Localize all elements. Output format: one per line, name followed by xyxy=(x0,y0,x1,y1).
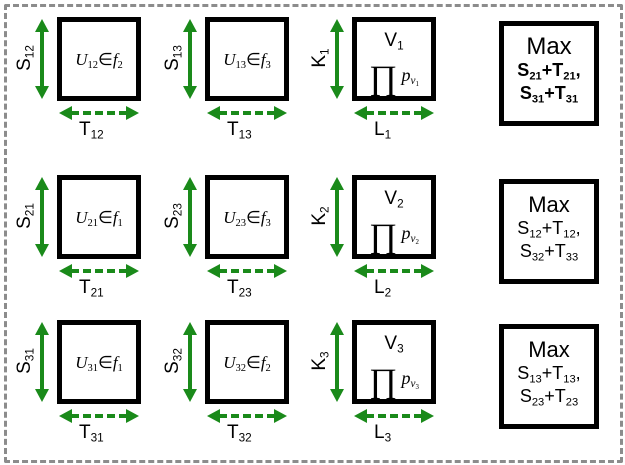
k-label: K2 xyxy=(309,206,332,226)
t-arrow xyxy=(207,264,287,278)
max-term-1: S21+T21, xyxy=(517,60,581,83)
max-title: Max xyxy=(526,33,572,60)
max-term-1: S12+T12, xyxy=(517,218,581,241)
t-label: T32 xyxy=(227,422,252,445)
utility-expression: U21∈f1 xyxy=(75,208,123,230)
s-label: S23 xyxy=(162,203,185,229)
max-term-1: S13+T13, xyxy=(517,363,581,386)
utility-expression: U32∈f2 xyxy=(223,353,271,375)
t-arrow xyxy=(207,106,287,120)
l-arrow xyxy=(354,409,434,423)
k-arrow xyxy=(330,19,344,99)
t-arrow xyxy=(59,264,139,278)
t-label: T31 xyxy=(79,422,104,445)
s-label: S32 xyxy=(162,348,185,374)
t-label: T12 xyxy=(79,119,104,142)
s-arrow xyxy=(183,322,197,402)
v-label: V3 xyxy=(384,333,404,356)
t-arrow xyxy=(59,409,139,423)
t-arrow xyxy=(207,409,287,423)
utility-box: U21∈f1 xyxy=(57,175,141,259)
utility-box: U23∈f3 xyxy=(205,175,289,259)
k-label: K3 xyxy=(309,351,332,371)
s-label: S31 xyxy=(14,348,37,374)
s-arrow xyxy=(35,177,49,257)
product-expression: ∏ pv2 xyxy=(369,218,419,255)
s-arrow xyxy=(183,19,197,99)
t-label: T13 xyxy=(227,119,252,142)
k-label: K1 xyxy=(309,48,332,68)
k-arrow xyxy=(330,322,344,402)
utility-box: U13∈f3 xyxy=(205,17,289,101)
product-box: V1 ∏ pv1 xyxy=(352,17,436,101)
utility-box: U12∈f2 xyxy=(57,17,141,101)
product-expression: ∏ pv1 xyxy=(369,60,419,97)
k-arrow xyxy=(330,177,344,257)
utility-expression: U13∈f3 xyxy=(223,50,271,72)
s-label: S13 xyxy=(162,45,185,71)
product-expression: ∏ pv3 xyxy=(369,363,419,400)
diagram-frame xyxy=(4,4,623,463)
v-label: V2 xyxy=(384,188,404,211)
l-arrow xyxy=(354,264,434,278)
max-term-2: S32+T33 xyxy=(519,241,579,264)
max-title: Max xyxy=(528,192,570,217)
s-arrow xyxy=(35,322,49,402)
product-box: V3 ∏ pv3 xyxy=(352,320,436,404)
t-arrow xyxy=(59,106,139,120)
l-label: L2 xyxy=(374,277,392,300)
l-arrow xyxy=(354,106,434,120)
s-label: S21 xyxy=(14,203,37,229)
utility-expression: U31∈f1 xyxy=(75,353,123,375)
l-label: L3 xyxy=(374,422,392,445)
t-label: T23 xyxy=(227,277,252,300)
utility-box: U31∈f1 xyxy=(57,320,141,404)
utility-box: U32∈f2 xyxy=(205,320,289,404)
s-arrow xyxy=(183,177,197,257)
product-box: V2 ∏ pv2 xyxy=(352,175,436,259)
v-label: V1 xyxy=(384,30,404,53)
l-label: L1 xyxy=(374,119,392,142)
s-arrow xyxy=(35,19,49,99)
utility-expression: U23∈f3 xyxy=(223,208,271,230)
max-term-2: S31+T31 xyxy=(519,83,579,106)
max-title: Max xyxy=(528,337,570,362)
s-label: S12 xyxy=(14,45,37,71)
max-term-2: S23+T23 xyxy=(519,386,579,409)
t-label: T21 xyxy=(79,277,104,300)
utility-expression: U12∈f2 xyxy=(75,50,123,72)
